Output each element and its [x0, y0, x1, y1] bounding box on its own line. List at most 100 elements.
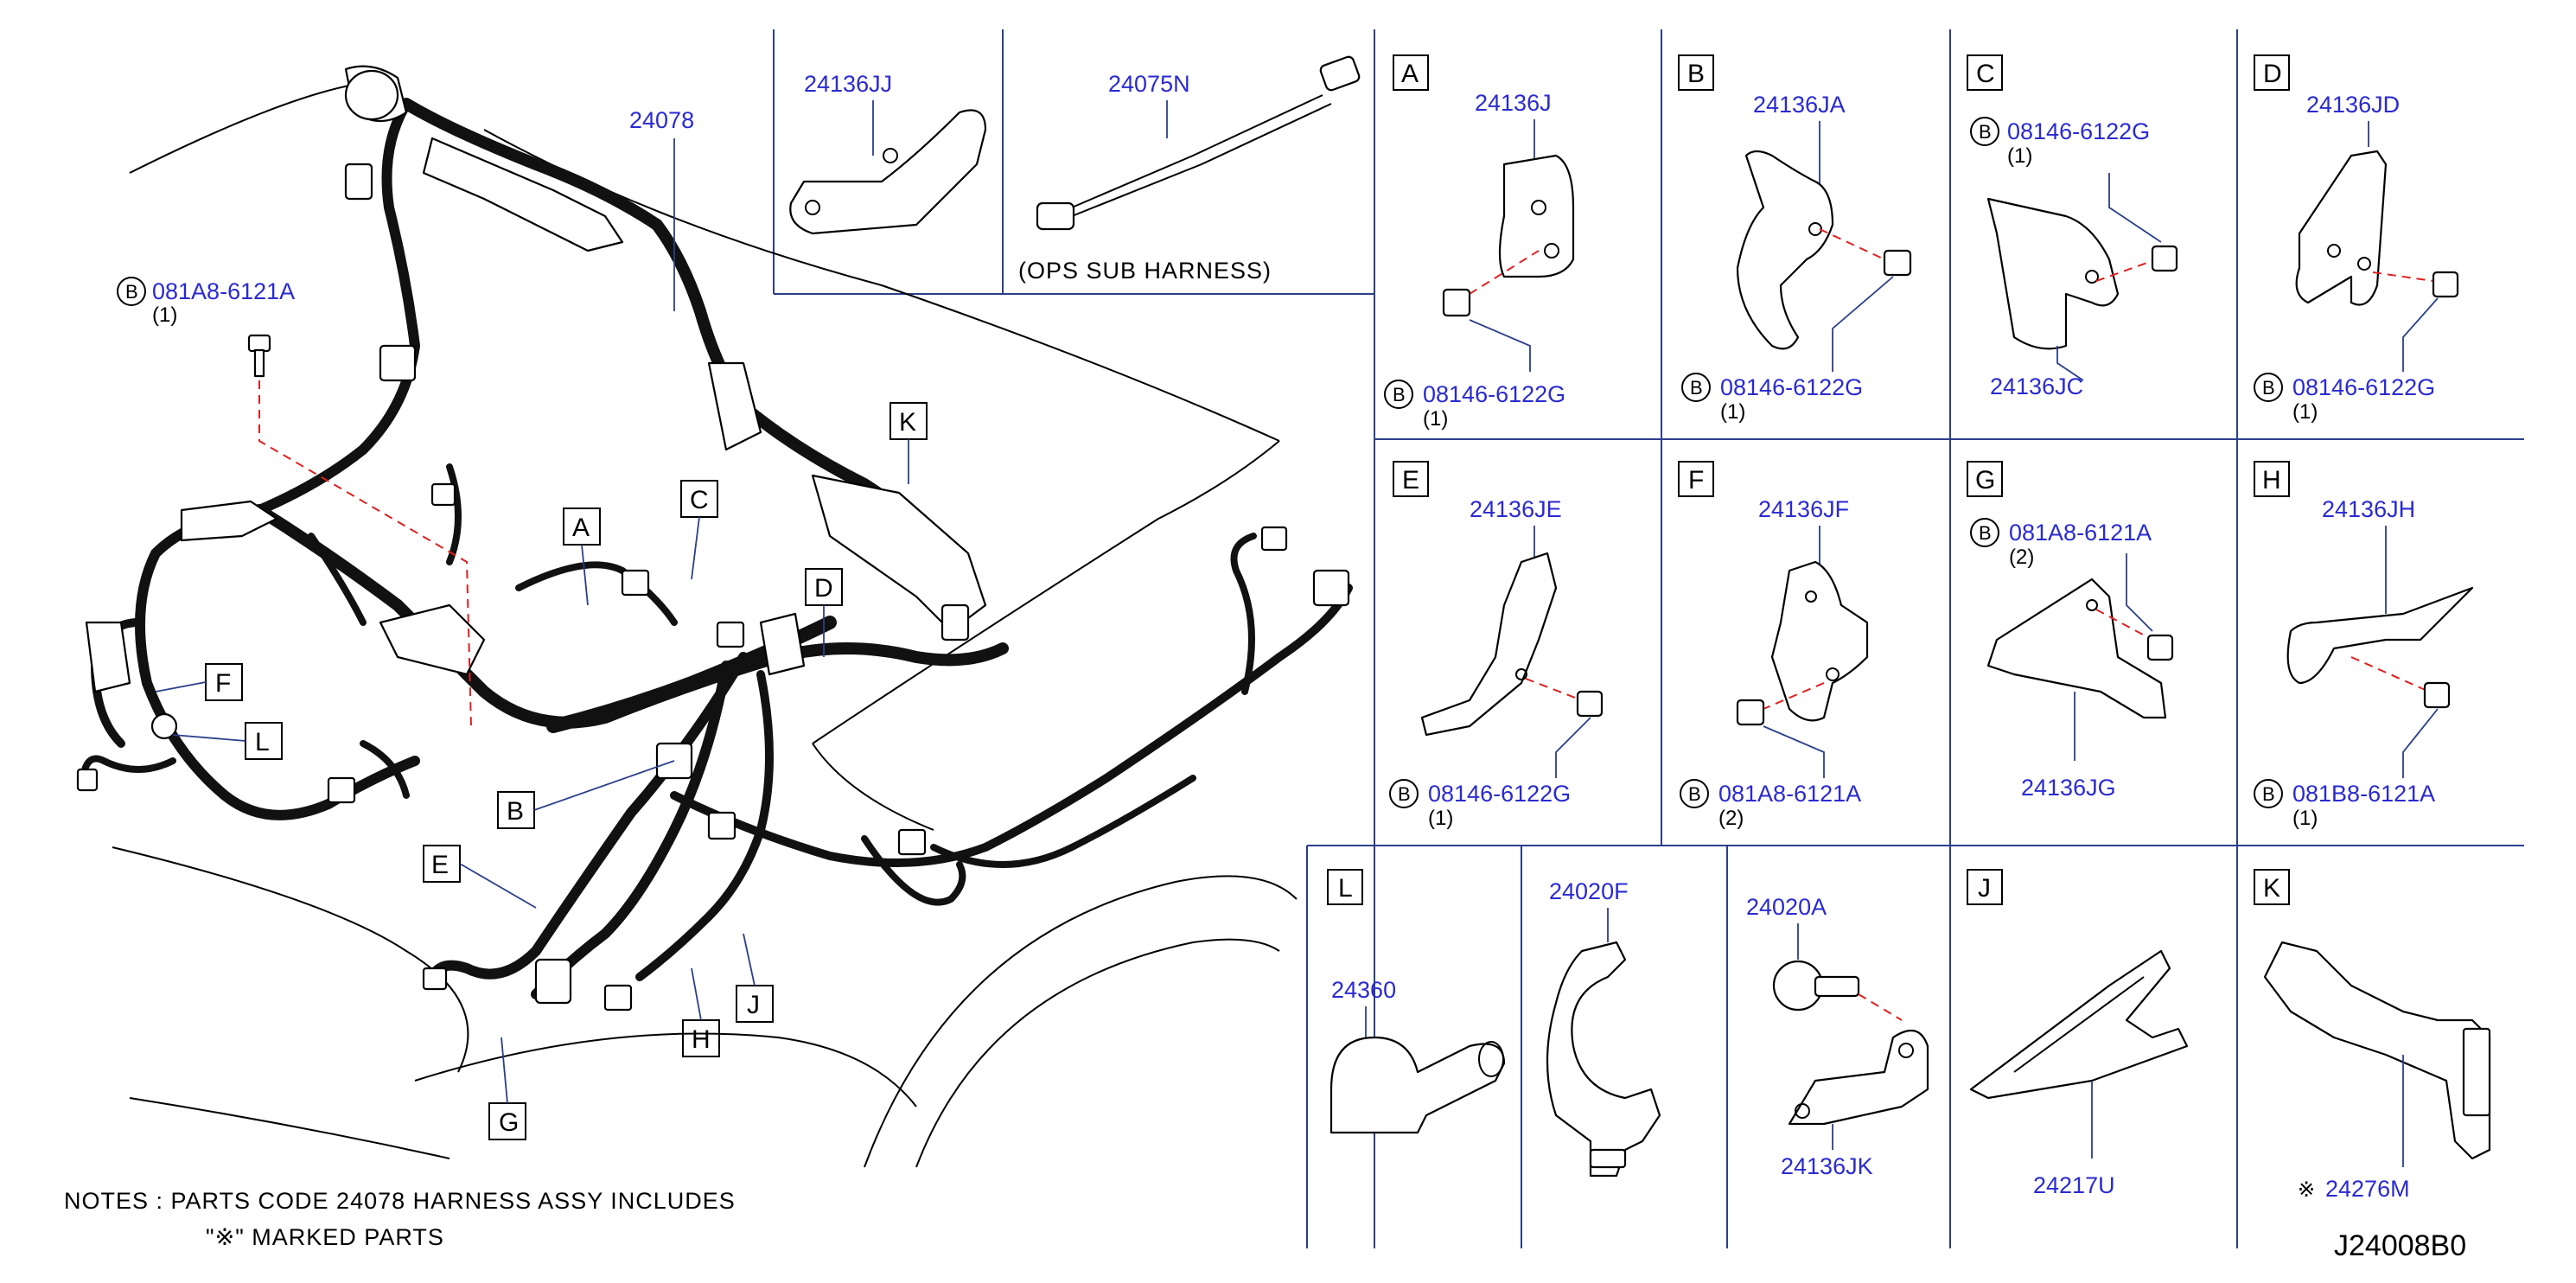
svg-text:08146-6122G: 08146-6122G: [1423, 381, 1565, 407]
svg-text:24276M: 24276M: [2325, 1176, 2410, 1202]
svg-text:B: B: [2262, 783, 2275, 805]
detail-panel-E: E 24136JE B 08146-6122G (1): [1389, 461, 1604, 830]
svg-text:24136JG: 24136JG: [2021, 775, 2116, 801]
detail-panel-24020A: 24020A 24136JK: [1746, 894, 1929, 1179]
svg-text:(1): (1): [2007, 144, 2032, 168]
harness-part-number: 24078: [629, 107, 694, 133]
svg-text:08146-6122G: 08146-6122G: [1428, 781, 1571, 807]
svg-text:※: ※: [2298, 1178, 2315, 1202]
main-harness: [80, 98, 1353, 999]
notes-line-2: "※" MARKED PARTS: [206, 1224, 444, 1250]
main-bolt-label: B 081A8-6121A (1): [117, 277, 295, 327]
svg-text:24136J: 24136J: [1475, 90, 1552, 116]
svg-text:(2): (2): [2009, 546, 2034, 569]
svg-text:L: L: [255, 728, 270, 756]
svg-text:(1): (1): [1423, 407, 1448, 431]
svg-text:F: F: [1688, 466, 1704, 495]
svg-text:G: G: [1975, 466, 1995, 495]
svg-text:J: J: [1978, 874, 1991, 903]
svg-text:24075N: 24075N: [1108, 71, 1190, 97]
svg-text:B: B: [1979, 522, 1992, 544]
svg-text:F: F: [215, 669, 231, 698]
svg-text:H: H: [2262, 466, 2281, 495]
svg-text:(1): (1): [1428, 807, 1453, 830]
notes-line-1: NOTES : PARTS CODE 24078 HARNESS ASSY IN…: [64, 1188, 736, 1214]
detail-panel-G: G B 081A8-6121A (2) 24136JG: [1967, 461, 2174, 801]
svg-text:(1): (1): [152, 303, 177, 327]
svg-text:D: D: [814, 574, 833, 603]
svg-text:B: B: [125, 281, 138, 303]
callout-F: F: [155, 663, 243, 701]
svg-text:B: B: [1690, 377, 1703, 399]
svg-text:G: G: [499, 1108, 519, 1137]
detail-panel-L: L 24360: [1327, 869, 1506, 1134]
detail-panel-F: F 24136JF B 081A8-6121A (2): [1678, 461, 1869, 830]
svg-text:A: A: [1401, 60, 1419, 88]
callout-H: H: [682, 967, 720, 1057]
detail-panel-B: B 24136JA B 08146-6122G (1): [1678, 54, 1912, 424]
svg-text:24020F: 24020F: [1549, 878, 1629, 904]
svg-text:24136JA: 24136JA: [1753, 92, 1846, 118]
svg-text:E: E: [431, 851, 449, 879]
detail-panel-K: K ※ 24276M: [2254, 869, 2491, 1202]
svg-text:24136JJ: 24136JJ: [804, 71, 892, 97]
svg-text:08146-6122G: 08146-6122G: [1720, 374, 1863, 400]
svg-text:B: B: [507, 797, 524, 826]
svg-text:24136JH: 24136JH: [2322, 496, 2415, 522]
harness-clips-connectors: [76, 65, 1350, 1012]
svg-text:B: B: [1398, 783, 1411, 805]
svg-text:24360: 24360: [1331, 977, 1396, 1003]
svg-text:J: J: [747, 991, 760, 1019]
callout-J: J: [736, 933, 774, 1023]
svg-text:B: B: [1687, 60, 1705, 88]
panel-24075N: 24075N (OPS SUB HARNESS): [1018, 55, 1361, 284]
svg-text:24136JD: 24136JD: [2306, 92, 2400, 118]
svg-text:B: B: [1393, 384, 1406, 405]
callout-G: E: [423, 845, 537, 909]
svg-text:(2): (2): [1718, 807, 1744, 830]
svg-text:B: B: [1688, 783, 1701, 805]
svg-text:081B8-6121A: 081B8-6121A: [2292, 781, 2435, 807]
svg-text:L: L: [1338, 874, 1353, 903]
detail-panel-A: A 24136J B 08146-6122G (1): [1384, 54, 1575, 431]
svg-text:081A8-6121A: 081A8-6121A: [152, 278, 295, 304]
svg-text:081A8-6121A: 081A8-6121A: [1718, 781, 1861, 807]
callout-A: A: [563, 507, 601, 606]
callout-E: G: [488, 1037, 526, 1140]
vehicle-body-outline: [112, 82, 1298, 1168]
svg-text:(1): (1): [2292, 400, 2318, 424]
svg-text:E: E: [1402, 466, 1419, 495]
svg-text:24136JK: 24136JK: [1781, 1153, 1873, 1179]
detail-panel-J: J 24217U: [1967, 869, 2189, 1198]
svg-text:(1): (1): [2292, 807, 2318, 830]
svg-text:24136JC: 24136JC: [1990, 373, 2083, 399]
detail-panel-C: C B 08146-6122G (1) 24136JC: [1967, 54, 2178, 399]
callout-B: B: [497, 760, 675, 829]
callout-L: L: [172, 722, 283, 760]
diagram-code: J24008B0: [2334, 1229, 2466, 1262]
svg-text:K: K: [2263, 874, 2280, 903]
panel-grid: [773, 29, 2524, 1248]
panel-24136JJ: 24136JJ: [789, 71, 987, 235]
svg-text:(1): (1): [1720, 400, 1745, 424]
svg-text:K: K: [899, 408, 916, 437]
svg-text:B: B: [1979, 121, 1992, 143]
svg-text:08146-6122G: 08146-6122G: [2007, 118, 2150, 144]
callout-C: C: [680, 480, 718, 580]
detail-panel-24020F: 24020F: [1546, 878, 1661, 1178]
svg-text:C: C: [690, 486, 709, 514]
svg-text:08146-6122G: 08146-6122G: [2292, 374, 2435, 400]
main-bolt-081A8: [247, 334, 472, 727]
svg-text:B: B: [2262, 377, 2275, 399]
svg-text:24136JF: 24136JF: [1758, 496, 1849, 522]
detail-panel-D: D 24136JD B 08146-6122G (1): [2254, 54, 2459, 424]
svg-text:24136JE: 24136JE: [1470, 496, 1562, 522]
svg-text:D: D: [2263, 60, 2282, 88]
svg-text:081A8-6121A: 081A8-6121A: [2009, 520, 2152, 546]
callout-K: K: [889, 402, 928, 484]
svg-text:24020A: 24020A: [1746, 894, 1827, 920]
svg-text:H: H: [692, 1025, 711, 1054]
svg-text:(OPS SUB HARNESS): (OPS SUB HARNESS): [1018, 258, 1272, 284]
callout-D: D: [805, 568, 843, 657]
svg-text:C: C: [1976, 60, 1995, 88]
